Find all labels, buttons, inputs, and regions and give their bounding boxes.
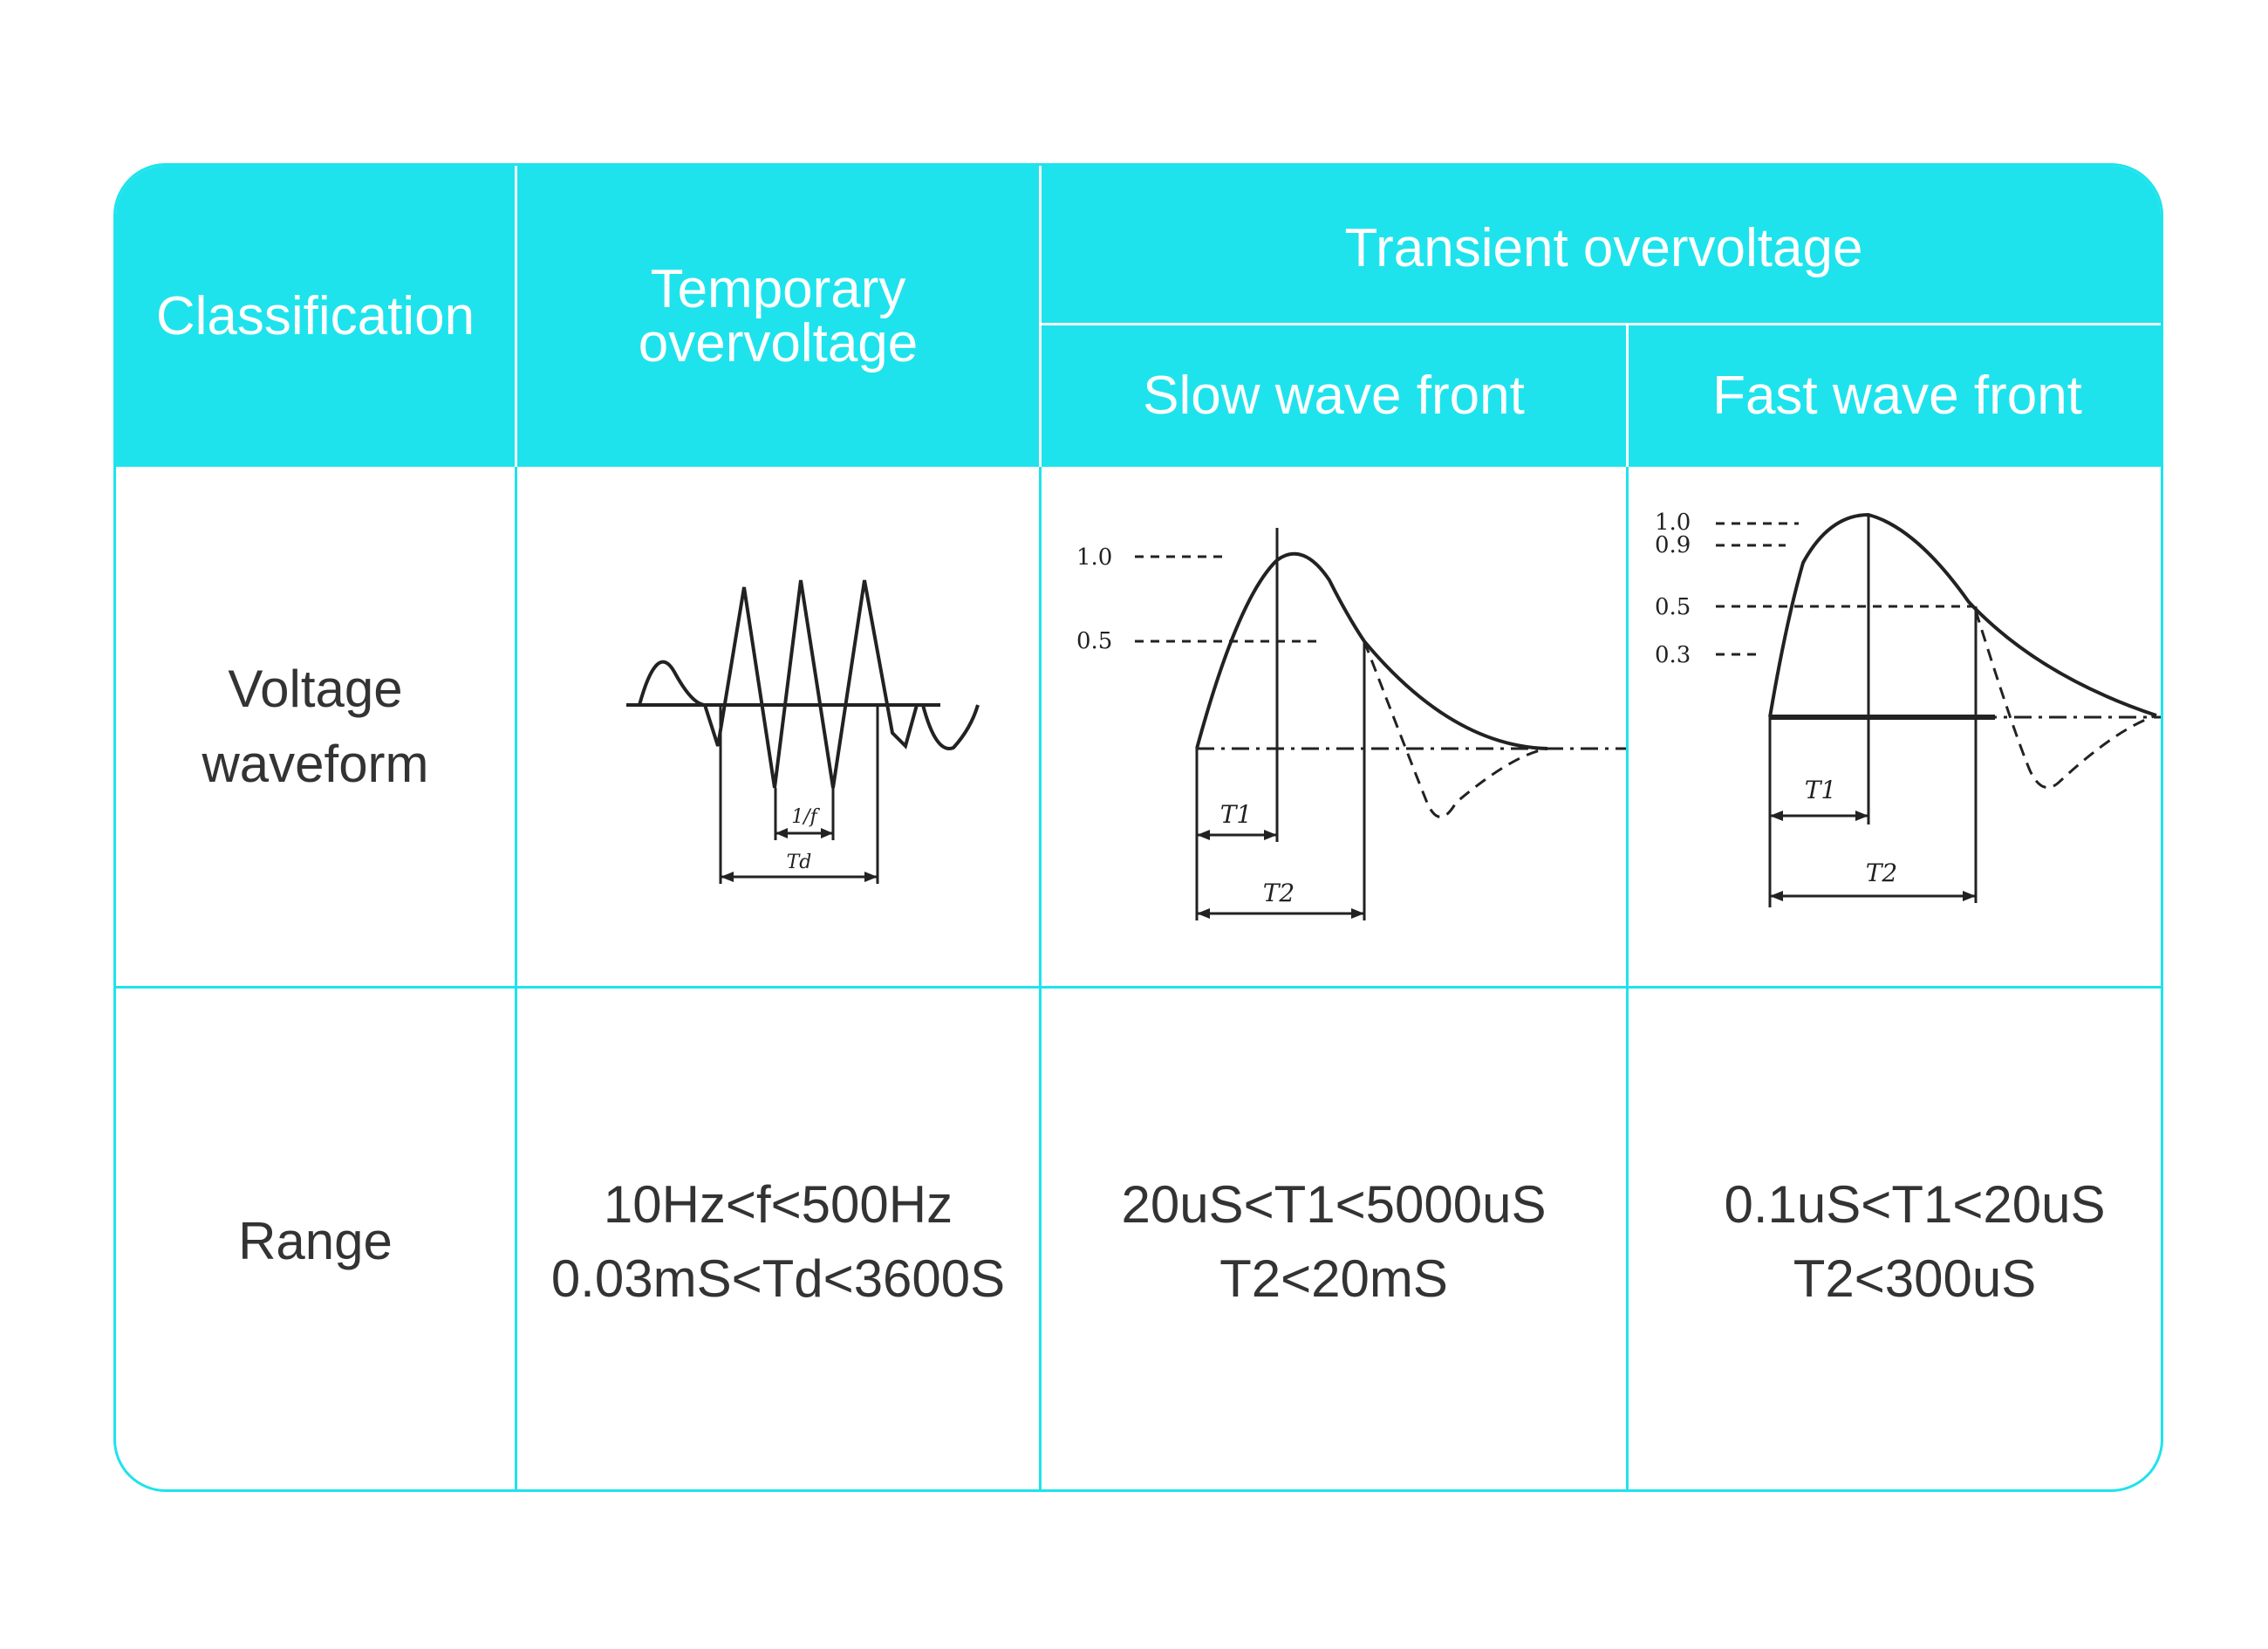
waveform-trace — [1768, 512, 2157, 718]
duration-label: Td — [787, 852, 812, 873]
header-fast-wave-front: Fast wave front — [1712, 366, 2082, 426]
grid-line — [1626, 467, 1629, 1489]
t1-label: T1 — [1220, 800, 1253, 829]
y-label-0.3: 0.3 — [1655, 642, 1691, 668]
waveform-trace — [638, 579, 980, 789]
header-classification: Classification — [155, 285, 475, 346]
range-slow-t2: T2<20mS — [1219, 1249, 1448, 1308]
grid-line — [116, 986, 2161, 989]
header-slow-wave-front: Slow wave front — [1143, 366, 1525, 426]
range-slow-wave-front: 20uS<T1<5000uS T2<20mS — [1042, 989, 1626, 1489]
header-divider — [1626, 323, 1629, 467]
waveform-trace-oscillation — [1363, 640, 1548, 818]
range-slow-t1: 20uS<T1<5000uS — [1121, 1174, 1547, 1234]
range-fast-t2: T2<300uS — [1793, 1249, 2037, 1308]
header-divider — [1039, 166, 1042, 467]
range-temporary-duration: 0.03mS<Td<3600S — [550, 1249, 1006, 1308]
table-header-background — [116, 166, 2161, 467]
fast-wave-front-waveform: 1.0 0.9 0.5 0.3 T1 T2 — [1655, 510, 2161, 907]
grid-line — [515, 467, 517, 1489]
y-label-1.0: 1.0 — [1076, 544, 1112, 571]
header-temporary-overvoltage: Temporary overvoltage — [638, 258, 919, 373]
temporary-overvoltage-waveform: 1/f Td — [626, 579, 980, 884]
header-transient-overvoltage: Transient overvoltage — [1344, 218, 1863, 278]
range-temporary: 10Hz<f<500Hz 0.03mS<Td<3600S — [517, 989, 1039, 1489]
y-label-0.9: 0.9 — [1655, 532, 1691, 558]
range-temporary-frequency: 10Hz<f<500Hz — [603, 1174, 953, 1234]
waveform-trace — [1195, 551, 1548, 750]
overvoltage-table: Classification Temporary overvoltage Tra… — [113, 163, 2163, 1492]
t2-label: T2 — [1866, 859, 1898, 887]
waveform-trace-oscillation — [1974, 610, 2157, 790]
row-label-voltage-waveform: Voltage waveform — [202, 660, 429, 793]
range-fast-t1: 0.1uS<T1<20uS — [1724, 1174, 2106, 1234]
y-label-0.5: 0.5 — [1655, 594, 1691, 620]
grid-line — [1039, 467, 1042, 1489]
y-label-1.0: 1.0 — [1655, 510, 1691, 536]
header-divider — [1039, 323, 2161, 325]
slow-wave-front-waveform: 1.0 0.5 T1 T2 — [1076, 528, 1626, 920]
period-label: 1/f — [791, 806, 820, 828]
t2-label: T2 — [1263, 879, 1295, 907]
y-label-0.5: 0.5 — [1076, 628, 1112, 654]
header-divider — [515, 166, 517, 467]
range-fast-wave-front: 0.1uS<T1<20uS T2<300uS — [1629, 989, 2161, 1489]
row-label-range: Range — [238, 1212, 393, 1271]
t1-label: T1 — [1805, 776, 1837, 804]
